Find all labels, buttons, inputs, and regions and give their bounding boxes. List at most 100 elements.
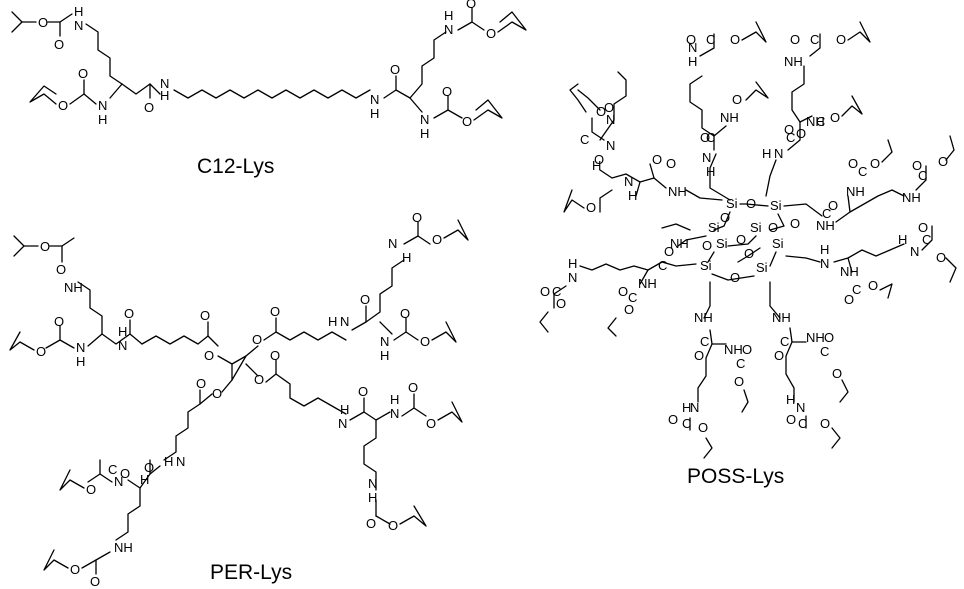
atom-label: O: [604, 100, 614, 115]
atom-label: O: [540, 284, 550, 299]
caption-c12-lys: C12-Lys: [197, 155, 275, 178]
atom-label: O: [270, 348, 280, 363]
atom-label: O: [790, 216, 800, 231]
atom-label: H: [444, 8, 453, 23]
atom-label: H: [390, 392, 399, 407]
atom-label: O: [820, 416, 830, 431]
atom-label: O: [594, 152, 604, 167]
atom-label: O: [360, 292, 370, 307]
atom-label: NH: [806, 114, 825, 129]
atom-label: O: [698, 420, 708, 435]
atom-label: N: [370, 92, 379, 107]
atom-label: O: [730, 270, 740, 285]
atom-label: N: [702, 150, 711, 165]
atom-label: NH: [114, 540, 133, 555]
atom-label: Si: [716, 236, 728, 251]
atom-label: O: [652, 152, 662, 167]
atom-label: N: [606, 112, 615, 127]
atom-label: C: [820, 344, 829, 359]
atom-label: NH: [806, 330, 825, 345]
atom-label: H: [898, 232, 907, 247]
atom-label: O: [870, 156, 880, 171]
atom-label: O: [938, 154, 948, 169]
atom-label: H: [820, 242, 829, 257]
atom-label: C: [580, 132, 589, 147]
atom-label: H: [118, 324, 127, 339]
atom-label: O: [196, 376, 206, 391]
atom-label: C: [852, 282, 861, 297]
atom-label: O: [746, 196, 756, 211]
atom-label: H: [164, 454, 173, 469]
atom-label: NH: [902, 190, 921, 205]
atom-label: NH: [668, 184, 687, 199]
atom-label: O: [918, 220, 928, 235]
atom-label: Si: [770, 198, 782, 213]
atom-label: O: [254, 372, 264, 387]
atom-label: NH: [840, 264, 859, 279]
atom-label: H: [420, 126, 429, 141]
atom-label: NH: [846, 184, 865, 199]
atom-label: N: [568, 270, 577, 285]
atom-label: H: [592, 158, 601, 173]
atom-label: O: [784, 122, 794, 137]
atom-label: O: [768, 220, 778, 235]
atom-label: O: [786, 412, 796, 427]
atom-label: O: [86, 482, 96, 497]
atom-label: Si: [772, 236, 784, 251]
poss-cage: Si Si Si Si Si Si Si Si O O O O O O O O: [700, 196, 800, 285]
atom-label: H: [328, 314, 337, 329]
caption-poss-lys: POSS-Lys: [687, 465, 785, 488]
atom-label: N: [74, 18, 83, 33]
atom-label: N: [98, 98, 107, 113]
atom-label: C: [552, 284, 561, 299]
atom-label: O: [702, 238, 712, 253]
atom-label: N: [160, 76, 169, 91]
atom-label: O: [486, 26, 496, 41]
atom-label: O: [390, 62, 400, 77]
atom-label: O: [358, 384, 368, 399]
atom-label: C: [780, 334, 789, 349]
atom-label: O: [586, 200, 596, 215]
atom-label: Si: [708, 220, 720, 235]
atom-label: O: [212, 386, 222, 401]
atom-label: O: [694, 348, 704, 363]
atom-label: N: [624, 174, 633, 189]
atom-label: O: [848, 156, 858, 171]
atom-label: N: [910, 244, 919, 259]
atom-label: O: [832, 366, 842, 381]
atom-label: O: [420, 334, 430, 349]
atom-label: N: [380, 334, 389, 349]
atom-label: O: [124, 306, 134, 321]
atom-label: H: [140, 472, 149, 487]
atom-label: O: [912, 158, 922, 173]
atom-label: C: [706, 32, 715, 47]
atom-label: NH: [64, 280, 83, 295]
atom-label: N: [774, 146, 783, 161]
atom-label: O: [466, 0, 476, 11]
atom-label: O: [700, 130, 710, 145]
atom-label: NH: [772, 310, 791, 325]
atom-label: N: [390, 406, 399, 421]
atom-label: C: [918, 168, 927, 183]
atom-label: N: [444, 22, 453, 37]
atom-label: O: [664, 244, 674, 259]
atom-label: O: [734, 374, 744, 389]
atom-label: H: [380, 348, 389, 363]
atom-label: O: [408, 380, 418, 395]
atom-label: N: [606, 138, 615, 153]
atom-label: O: [58, 98, 68, 113]
atom-label: C: [798, 416, 807, 431]
atom-label: H: [160, 88, 169, 103]
atom-label: NH: [720, 110, 739, 125]
atom-label: O: [36, 344, 46, 359]
atom-label: H: [706, 164, 715, 179]
atom-label: NH: [694, 310, 713, 325]
atom-label: N: [420, 112, 429, 127]
atom-label: N: [688, 40, 697, 55]
atom-label: O: [54, 314, 64, 329]
atom-label: H: [370, 106, 379, 121]
per-lys-structure: O O NH O N H O O N H O O O O O O N: [9, 210, 469, 589]
atom-label: O: [204, 348, 214, 363]
atom-label: N: [76, 340, 85, 355]
